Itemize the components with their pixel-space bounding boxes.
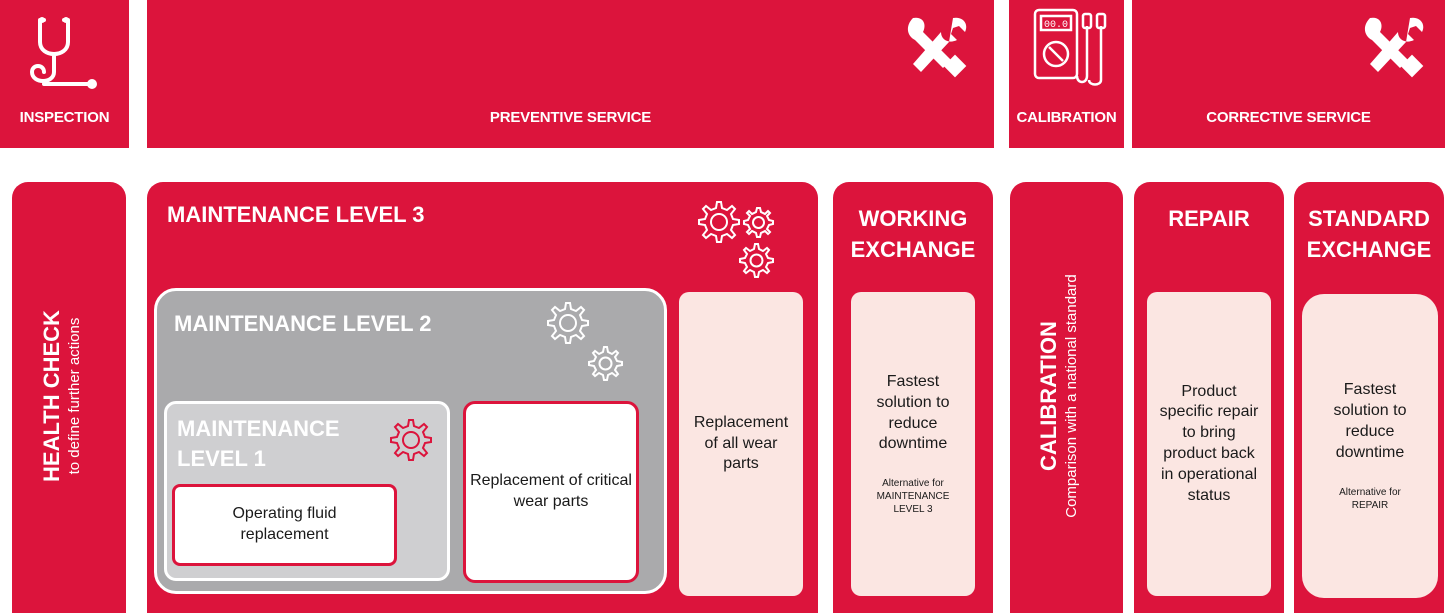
maintenance-level-1-title-line1: MAINTENANCE: [177, 416, 340, 441]
standard-exchange-title-line2: EXCHANGE: [1306, 236, 1432, 262]
maintenance-level-3-title: MAINTENANCE LEVEL 3: [167, 202, 425, 227]
multimeter-icon: 00.0: [1031, 6, 1117, 88]
standard-exchange-card: STANDARD EXCHANGE Fastest solution to re…: [1294, 182, 1444, 613]
repair-title: REPAIR: [1168, 206, 1250, 231]
working-exchange-title-line2: EXCHANGE: [850, 236, 976, 262]
header-corrective-service: CORRECTIVE SERVICE: [1132, 0, 1445, 148]
repair-box: Product specific repair to bring product…: [1147, 292, 1271, 596]
header-preventive-service: PREVENTIVE SERVICE: [147, 0, 994, 148]
preventive-service-label: PREVENTIVE SERVICE: [489, 109, 652, 126]
tools-icon-2: [1360, 14, 1428, 82]
maintenance-level-1-title: MAINTENANCE LEVEL 1: [177, 414, 340, 473]
header-calibration: 00.0 CALIBRATION: [1009, 0, 1124, 148]
maintenance-level-3-card: MAINTENANCE LEVEL 3 Replacement of all w…: [147, 182, 818, 613]
repair-card: REPAIR Product specific repair to bring …: [1134, 182, 1284, 613]
maintenance-level-2-card: MAINTENANCE LEVEL 2 Replacement of criti…: [154, 288, 667, 594]
calibration-card-title: CALIBRATION: [1036, 321, 1061, 471]
calibration-label: CALIBRATION: [1016, 109, 1117, 126]
calibration-card-text: CALIBRATION Comparison with a national s…: [1036, 206, 1096, 586]
working-exchange-title-line1: WORKING: [858, 206, 968, 231]
maintenance-level-2-box: Replacement of critical wear parts: [463, 401, 639, 583]
working-exchange-card: WORKING EXCHANGE Fastest solution to red…: [833, 182, 993, 613]
working-exchange-text: Fastest solution to reduce downtime: [876, 372, 950, 453]
multimeter-display: 00.0: [1044, 20, 1068, 31]
maintenance-level-1-box: Operating fluid replacement: [172, 484, 397, 566]
header-inspection: INSPECTION: [0, 0, 129, 148]
working-exchange-title: WORKING EXCHANGE: [833, 204, 993, 266]
standard-exchange-box: Fastest solution to reduce downtime Alte…: [1302, 294, 1438, 598]
standard-exchange-text: Fastest solution to reduce downtime: [1333, 381, 1407, 461]
gear-icon: [383, 414, 439, 470]
working-exchange-note: Alternative for MAINTENANCE LEVEL 3: [876, 478, 950, 516]
maintenance-level-2-box-text: Replacement of critical wear parts: [470, 472, 632, 510]
tools-icon: [903, 14, 971, 82]
inspection-label: INSPECTION: [19, 109, 110, 126]
health-check-text: HEALTH CHECK to define further actions: [39, 219, 99, 573]
calibration-card: CALIBRATION Comparison with a national s…: [1010, 182, 1123, 613]
gears-icon-2: [532, 295, 632, 395]
calibration-card-subtitle: Comparison with a national standard: [1063, 274, 1081, 518]
standard-exchange-title-line1: STANDARD: [1308, 206, 1430, 231]
health-check-card: HEALTH CHECK to define further actions: [12, 182, 126, 613]
health-check-title: HEALTH CHECK: [39, 310, 64, 482]
maintenance-level-3-box: Replacement of all wear parts: [679, 292, 803, 596]
working-exchange-box: Fastest solution to reduce downtime Alte…: [851, 292, 975, 596]
maintenance-level-1-title-line2: LEVEL 1: [177, 445, 266, 471]
maintenance-level-1-box-text: Operating fluid replacement: [232, 505, 337, 543]
maintenance-level-2-title: MAINTENANCE LEVEL 2: [174, 311, 432, 336]
repair-text: Product specific repair to bring product…: [1159, 382, 1259, 504]
stethoscope-icon: [22, 14, 102, 96]
gears-icon: [687, 194, 783, 290]
corrective-service-label: CORRECTIVE SERVICE: [1206, 109, 1371, 126]
standard-exchange-title: STANDARD EXCHANGE: [1294, 204, 1444, 266]
maintenance-level-1-card: MAINTENANCE LEVEL 1 Operating fluid repl…: [164, 401, 450, 581]
standard-exchange-note: Alternative for REPAIR: [1339, 486, 1401, 511]
health-check-subtitle: to define further actions: [66, 317, 84, 475]
maintenance-level-3-box-text: Replacement of all wear parts: [693, 413, 789, 473]
